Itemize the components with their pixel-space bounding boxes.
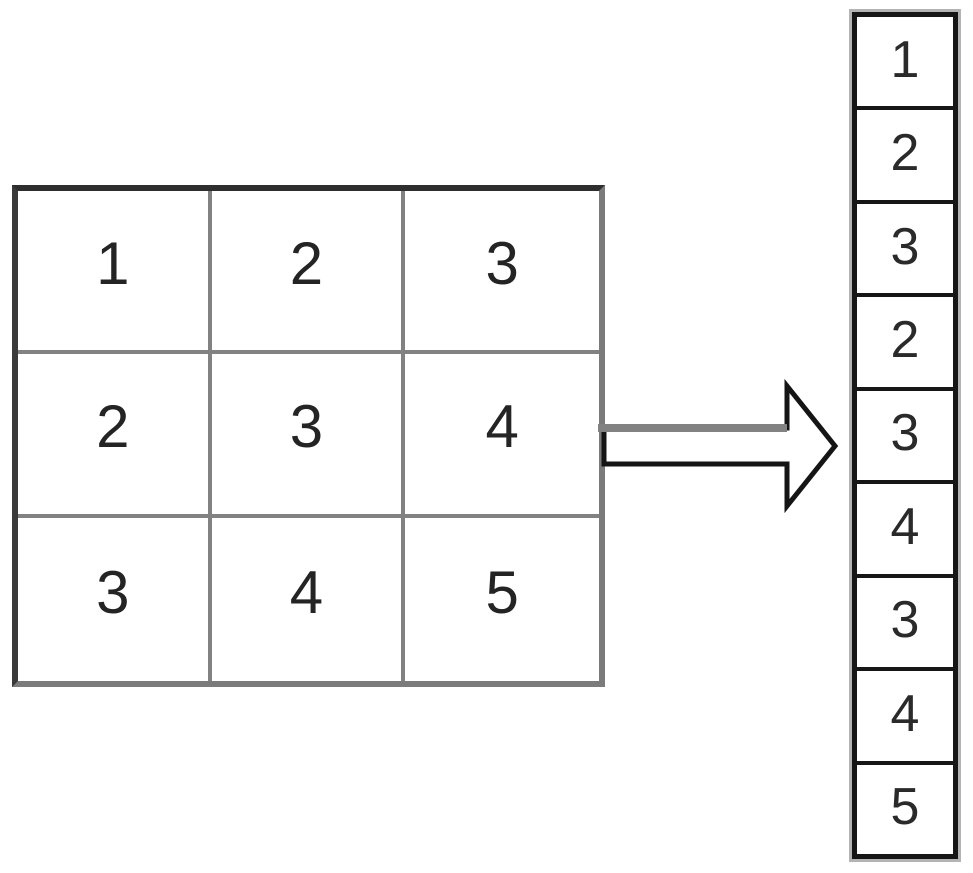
vector-cell: 5 [857, 764, 953, 854]
vector-cell: 2 [857, 110, 953, 204]
flattened-vector-column: 1 2 3 2 3 4 3 4 5 [852, 12, 958, 859]
vector-cell: 3 [857, 577, 953, 672]
matrix-grid: 1 2 3 2 3 4 3 4 5 [12, 185, 605, 687]
matrix-cell: 2 [211, 191, 406, 355]
vector-cell: 1 [857, 17, 953, 111]
matrix-cell: 1 [18, 191, 212, 355]
matrix-cell: 2 [18, 354, 212, 518]
vector-cell: 2 [857, 297, 953, 391]
vector-cell: 4 [857, 671, 953, 765]
matrix-cell: 3 [211, 354, 406, 518]
vector-cell: 3 [857, 390, 953, 485]
right-arrow-icon [598, 378, 839, 514]
matrix-cell: 3 [405, 191, 599, 355]
matrix-cell: 3 [18, 517, 212, 681]
matrix-cell: 4 [211, 517, 406, 681]
matrix-cell: 4 [405, 354, 599, 518]
vector-cell: 4 [857, 484, 953, 578]
matrix-cell: 5 [405, 517, 599, 681]
vector-cell: 3 [857, 203, 953, 298]
